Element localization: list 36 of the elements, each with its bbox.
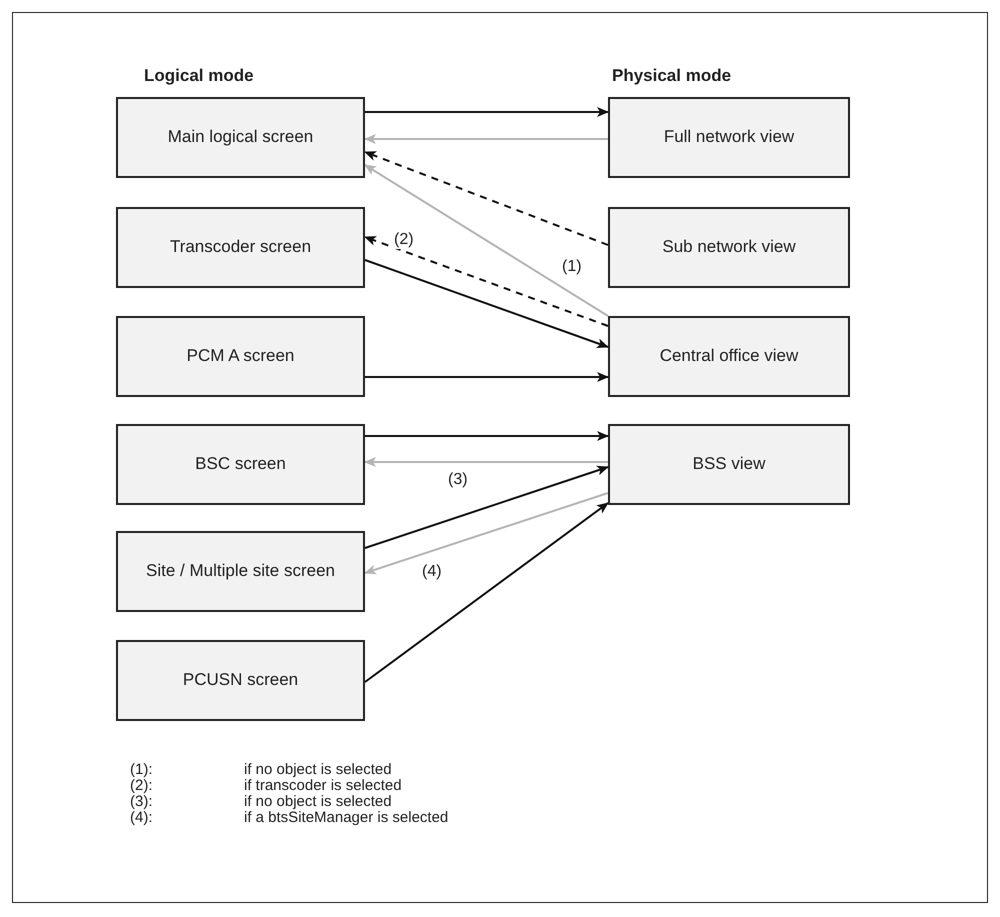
edge-label: (2) [392,231,416,249]
edge-label: (4) [420,563,444,581]
arrow [364,259,609,348]
screen-box: BSC screen [116,424,365,505]
screen-box: Transcoder screen [116,207,365,288]
heading: Physical mode [612,66,732,86]
screen-box: PCM A screen [116,316,365,397]
arrow [364,236,608,327]
edge-label: (1) [560,258,584,276]
arrow [364,134,608,144]
screen-box: BSS view [608,424,850,505]
edge-label: (3) [446,471,470,489]
arrow [365,431,609,441]
note-text: if no object is selected [244,794,392,810]
arrow [365,107,609,117]
note-text: if no object is selected [244,762,392,778]
arrow [364,502,609,683]
screen-box: Full network view [608,97,850,178]
arrow [364,466,609,549]
screen-box: Sub network view [608,207,850,288]
arrow [364,151,608,246]
note-number: (2): [130,778,152,794]
screen-box: Central office view [608,316,850,397]
heading: Logical mode [144,66,254,86]
arrow [364,457,608,467]
arrow [364,164,609,317]
note-number: (3): [130,794,152,810]
note-number: (1): [130,762,152,778]
arrow [365,372,609,382]
screen-box: PCUSN screen [116,640,365,721]
screen-box: Main logical screen [116,97,365,178]
note-text: if transcoder is selected [244,778,402,794]
note-number: (4): [130,810,152,826]
arrow [364,492,608,574]
screen-box: Site / Multiple site screen [116,531,365,612]
note-text: if a btsSiteManager is selected [244,810,448,826]
